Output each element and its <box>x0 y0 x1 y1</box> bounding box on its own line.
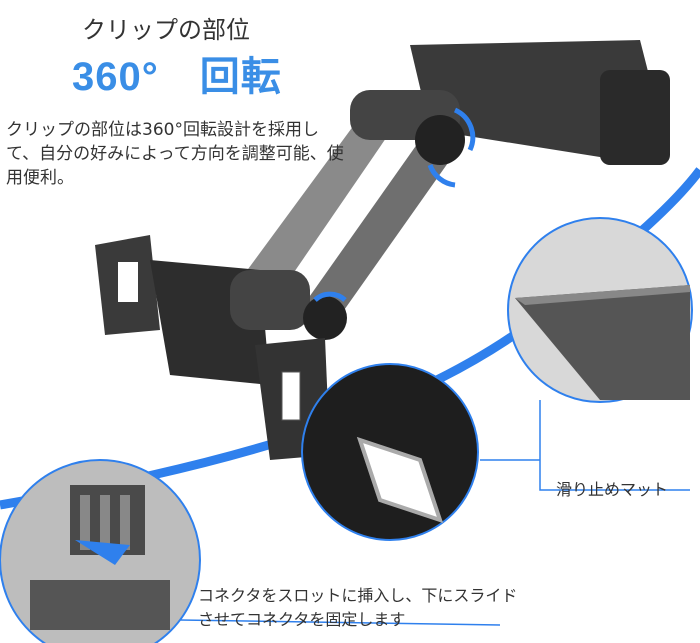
section-title: クリップの部位 <box>82 16 250 44</box>
callout-anti-slip-mat: 滑り止めマット <box>556 480 669 499</box>
callout-connector: コネクタをスロットに挿入し、下にスライドさせてコネクタを固定します <box>198 586 518 629</box>
holder-arms <box>240 110 450 330</box>
headline-360-rotation: 360° 回転 <box>72 55 282 99</box>
detail-circle-mat <box>507 217 693 491</box>
headrest-clamp <box>350 40 670 165</box>
feature-description: クリップの部位は360°回転設計を採用して、自分の好みによって方向を調整可能、使… <box>6 120 344 188</box>
rotate-arrow-icon <box>313 107 476 302</box>
tablet-clamp <box>95 235 347 460</box>
detail-circle-slot <box>301 363 540 541</box>
detail-circle-connector <box>0 459 501 643</box>
